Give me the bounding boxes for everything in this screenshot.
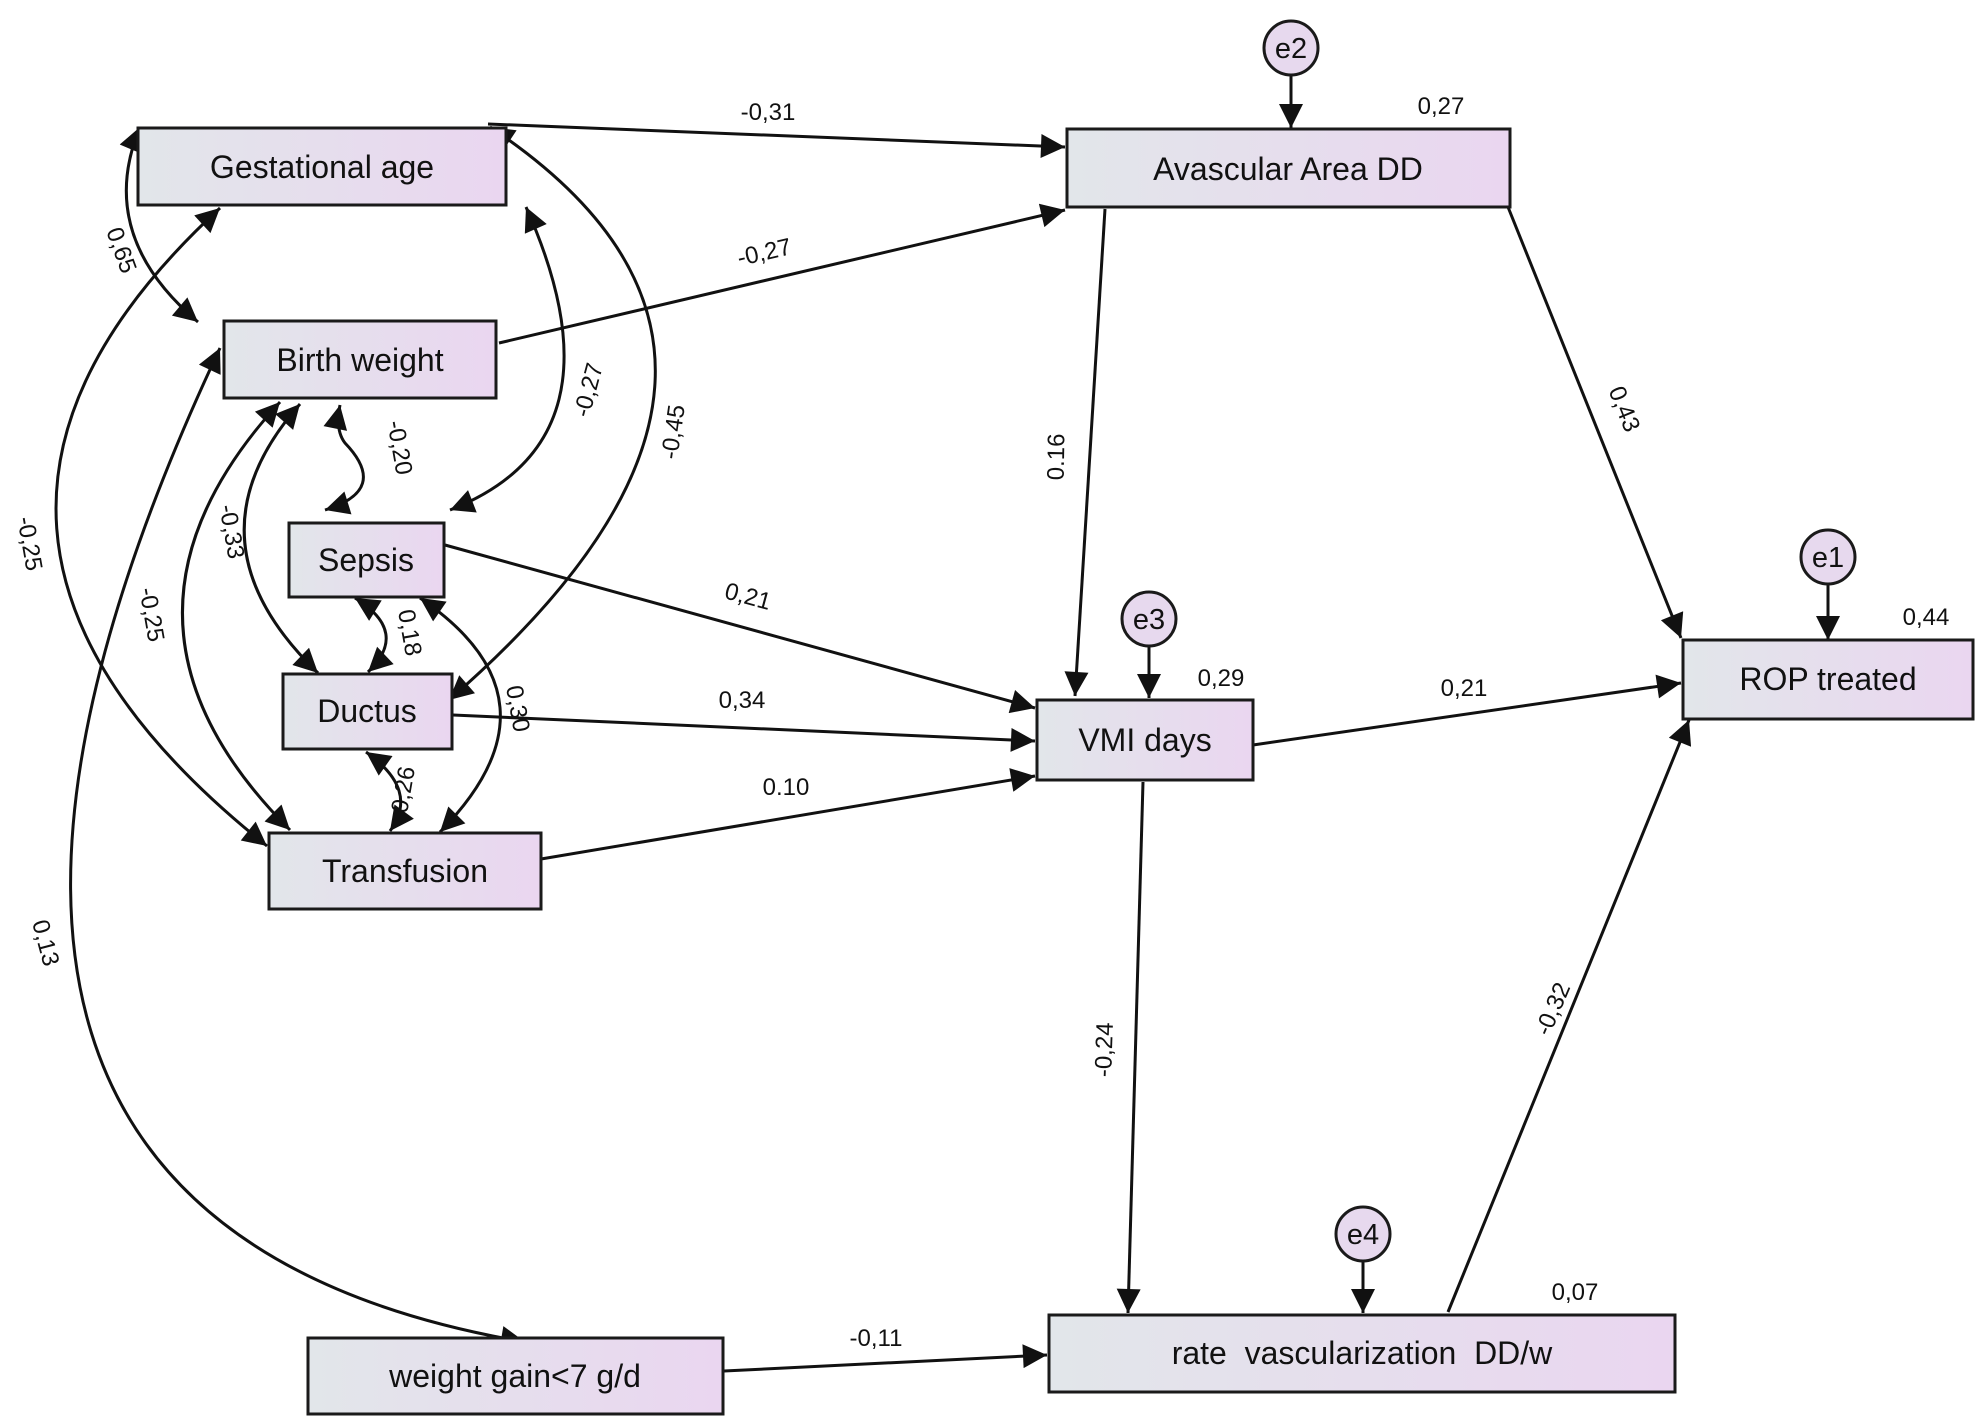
r2-rate-vascularization: 0,07	[1552, 1279, 1599, 1306]
cov-ga-bw	[119, 126, 199, 324]
cov-sepsis-transfusion	[419, 596, 502, 834]
node-box	[1065, 127, 1512, 209]
path-avascular-to-rop	[1506, 206, 1684, 639]
error-e1: e1	[1799, 528, 1857, 586]
error-e2: e2	[1262, 19, 1320, 77]
coef-bw-sepsis: -0,20	[381, 418, 417, 477]
node-box	[1035, 698, 1255, 782]
node-box	[1047, 1313, 1677, 1394]
node-ductus: Ductus	[281, 672, 454, 751]
path-weightgain-to-rate	[723, 1344, 1048, 1373]
coef-sepsis-to-vmi: 0,21	[722, 578, 774, 616]
path-avascular-to-vmi	[1064, 208, 1107, 697]
error-label: e2	[1275, 33, 1307, 65]
node-vmi-days: VMI days	[1035, 698, 1255, 782]
coef-vmi-to-rop: 0,21	[1441, 675, 1488, 702]
coef-bw-transfusion: -0,25	[133, 585, 169, 644]
coef-ga-bw: 0,65	[100, 224, 141, 277]
coef-ga-to-avascular: -0,31	[741, 99, 796, 126]
node-rate-vascularization: rate vascularization DD/w	[1047, 1313, 1677, 1394]
error-circle	[1120, 590, 1178, 648]
path-ductus-to-vmi	[452, 713, 1036, 752]
node-rop-treated: ROP treated	[1681, 638, 1975, 721]
node-gestational-age: Gestational age	[136, 126, 508, 207]
coef-rate-to-rop: -0,32	[1530, 979, 1576, 1040]
cov-sepsis-ductus	[354, 596, 394, 674]
coef-transfusion-to-vmi: 0.10	[763, 774, 810, 801]
path-transfusion-to-vmi	[540, 768, 1036, 861]
cov-bw-sepsis	[323, 404, 365, 515]
node-box	[267, 831, 543, 911]
error-label: e3	[1133, 604, 1165, 636]
coef-sepsis-ductus: 0,18	[392, 607, 427, 658]
coef-bw-weightgain: 0,13	[26, 917, 64, 969]
coef-weightgain-to-rate: -0,11	[850, 1325, 903, 1352]
cov-ga-transfusion	[54, 206, 268, 848]
cov-bw-weightgain	[69, 347, 526, 1350]
node-avascular-area: Avascular Area DD	[1065, 127, 1512, 209]
coef-vmi-to-rate: -0,24	[1090, 1022, 1119, 1078]
error-e3: e3	[1120, 590, 1178, 648]
path-rate-to-rop	[1446, 719, 1692, 1313]
coef-bw-to-avascular: -0,27	[735, 233, 794, 272]
node-label: Avascular Area DD	[1153, 151, 1423, 187]
node-sepsis: Sepsis	[287, 521, 446, 599]
path-vmi-to-rop	[1252, 674, 1682, 747]
node-label: ROP treated	[1739, 661, 1916, 697]
coef-avascular-to-rop: 0,43	[1603, 382, 1646, 435]
node-label: Transfusion	[322, 853, 488, 889]
node-label: Sepsis	[318, 542, 414, 578]
node-box	[222, 319, 498, 400]
node-label: Gestational age	[210, 149, 434, 185]
error-circle	[1262, 19, 1320, 77]
node-box	[136, 126, 508, 207]
r-squared-labels: 0,27 0,29 0,44 0,07	[1198, 93, 1950, 1306]
r2-avascular-area: 0,27	[1418, 93, 1465, 120]
path-sepsis-to-vmi	[444, 543, 1036, 714]
cov-bw-transfusion	[181, 400, 292, 832]
coef-ga-sepsis: -0,27	[569, 360, 609, 420]
coef-sepsis-transfusion: 0,30	[500, 683, 535, 734]
error-circle	[1334, 1205, 1392, 1263]
node-label: Ductus	[317, 693, 417, 729]
coef-avascular-to-vmi: 0.16	[1043, 433, 1071, 480]
r2-vmi-days: 0,29	[1198, 665, 1245, 692]
node-label: rate vascularization DD/w	[1172, 1335, 1553, 1371]
path-vmi-to-rate	[1116, 781, 1145, 1314]
r2-rop-treated: 0,44	[1903, 604, 1950, 631]
node-weight-gain: weight gain<7 g/d	[306, 1336, 725, 1416]
path-bw-to-avascular	[498, 203, 1066, 345]
node-transfusion: Transfusion	[267, 831, 543, 911]
covariance-paths	[54, 125, 657, 1350]
cov-ga-ductus	[448, 125, 657, 702]
error-label: e1	[1812, 542, 1844, 574]
node-label: Birth weight	[276, 342, 443, 378]
coef-ga-ductus: -0,45	[656, 403, 690, 461]
node-box	[1681, 638, 1975, 721]
error-label: e4	[1347, 1219, 1379, 1251]
node-box	[287, 521, 446, 599]
node-box	[306, 1336, 725, 1416]
coef-ductus-transfusion: 0,26	[386, 764, 421, 815]
coef-ductus-to-vmi: 0,34	[719, 687, 766, 714]
directed-paths	[444, 76, 1840, 1373]
node-birth-weight: Birth weight	[222, 319, 498, 400]
coef-ga-transfusion: -0,25	[11, 514, 47, 573]
error-circle	[1799, 528, 1857, 586]
cov-ductus-transfusion	[365, 750, 414, 832]
error-e4: e4	[1334, 1205, 1392, 1263]
node-box	[281, 672, 454, 751]
path-ga-to-avascular	[487, 122, 1066, 159]
node-label: VMI days	[1078, 722, 1211, 758]
node-label: weight gain<7 g/d	[388, 1358, 641, 1394]
